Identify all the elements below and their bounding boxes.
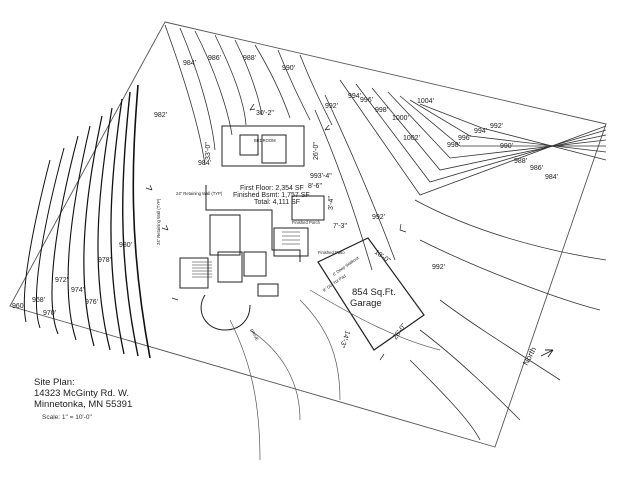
- garage-outline: [317, 237, 425, 351]
- dimension-top-width: 30'-2": [256, 110, 274, 117]
- slope-arrows: [145, 103, 407, 361]
- site-info-block: Site Plan: 14323 McGinty Rd. W. Minneton…: [34, 377, 132, 410]
- contour-label: 988': [514, 158, 527, 165]
- contour-label: 986': [530, 165, 543, 172]
- contour-lines-left: [23, 84, 151, 359]
- house-footprint: [179, 125, 325, 331]
- contour-label: 992': [325, 103, 338, 110]
- contour-lines-right: [314, 79, 607, 441]
- contour-label: 980': [119, 242, 132, 249]
- garage-name: Garage: [350, 298, 382, 309]
- dimension-10-0: 10'-0": [373, 249, 392, 265]
- contour-label: 960': [12, 303, 25, 310]
- contour-label: 994': [348, 93, 361, 100]
- contour-label: 1004': [417, 98, 434, 105]
- contour-label: 984': [545, 174, 558, 181]
- retaining-wall-label-2: 24" Retaining Wall (TYP): [156, 198, 161, 245]
- first-floor-area: First Floor: 2,354 SF: [240, 185, 304, 192]
- contour-label: 1000': [392, 115, 409, 122]
- contour-label: 976': [85, 299, 98, 306]
- contour-label: 982': [154, 112, 167, 119]
- dimension-26-0: 26'-0": [392, 322, 408, 341]
- contour-label: 986': [208, 55, 221, 62]
- bedroom-label: BEDROOM: [254, 138, 276, 143]
- contour-labels: 960' 968' 970' 972' 974' 976' 978' 980' …: [12, 55, 558, 317]
- contour-label: 992': [432, 264, 445, 271]
- address-line-2: Minnetonka, MN 55391: [34, 399, 133, 410]
- contour-label: 978': [98, 257, 111, 264]
- minor-labels: 24" Retaining Wall (TYP) Finished Porch …: [156, 138, 360, 342]
- contour-label: 970': [43, 310, 56, 317]
- contour-label: 992': [372, 214, 385, 221]
- driveway: [229, 289, 441, 461]
- address-line-1: 14323 McGinty Rd. W.: [34, 388, 130, 399]
- scale-label: Scale: 1" = 10'-0": [42, 414, 92, 421]
- dimension-14-3: 14'-3": [338, 329, 351, 349]
- contour-label: 988': [243, 55, 256, 62]
- contour-label: 996': [360, 97, 373, 104]
- contour-label: 972': [55, 277, 68, 284]
- dimension-left-height: 33'-0": [205, 142, 212, 160]
- contour-label: 974': [71, 287, 84, 294]
- stairs: [192, 231, 300, 278]
- contour-label: 992': [490, 123, 503, 130]
- contour-label: 990': [282, 65, 295, 72]
- contour-label: 968': [32, 297, 45, 304]
- dimension-step-width: 8'-6": [308, 183, 322, 190]
- contour-label: 984': [183, 60, 196, 67]
- finished-patio-label: Finished Patio: [318, 250, 345, 255]
- garage-area: 854 Sq.Ft.: [352, 287, 396, 298]
- finished-porch-label: Finished Porch: [292, 220, 321, 225]
- contour-label: 998': [375, 107, 388, 114]
- property-boundary: [9, 21, 607, 448]
- garage-label: 854 Sq.Ft. Garage: [350, 287, 396, 309]
- walkout-label: 6' Deep Walkout: [332, 255, 360, 277]
- dimension-elevation: 993'-4": [310, 173, 332, 180]
- contour-lines-top: [164, 24, 333, 166]
- dimension-3-4: 3'-4": [328, 196, 335, 210]
- retaining-wall-label: 24" Retaining Wall (TYP): [176, 191, 223, 196]
- dimension-7-3: 7'-3": [333, 223, 347, 230]
- contour-label: 1002': [403, 135, 420, 142]
- contour-label: 990': [500, 143, 513, 150]
- contour-label: 996': [458, 135, 471, 142]
- site-plan-title: Site Plan:: [34, 377, 75, 388]
- floor-area-summary: First Floor: 2,354 SF Finished Bsmt: 1,7…: [233, 185, 310, 206]
- contour-label: 984': [198, 160, 211, 167]
- contour-label: 998': [447, 142, 460, 149]
- total-area: Total: 4,111 SF: [254, 199, 300, 206]
- dimension-right-height: 26'-0": [313, 142, 320, 160]
- north-arrow-icon: [540, 349, 554, 358]
- building-dimensions: 30'-2" 33'-0" 26'-0" 8'-6" 993'-4" 3'-4"…: [205, 110, 408, 349]
- finished-bsmt-area: Finished Bsmt: 1,757 SF: [233, 192, 310, 199]
- drive-label: DRIVE: [249, 328, 260, 342]
- contour-label: 994': [474, 128, 487, 135]
